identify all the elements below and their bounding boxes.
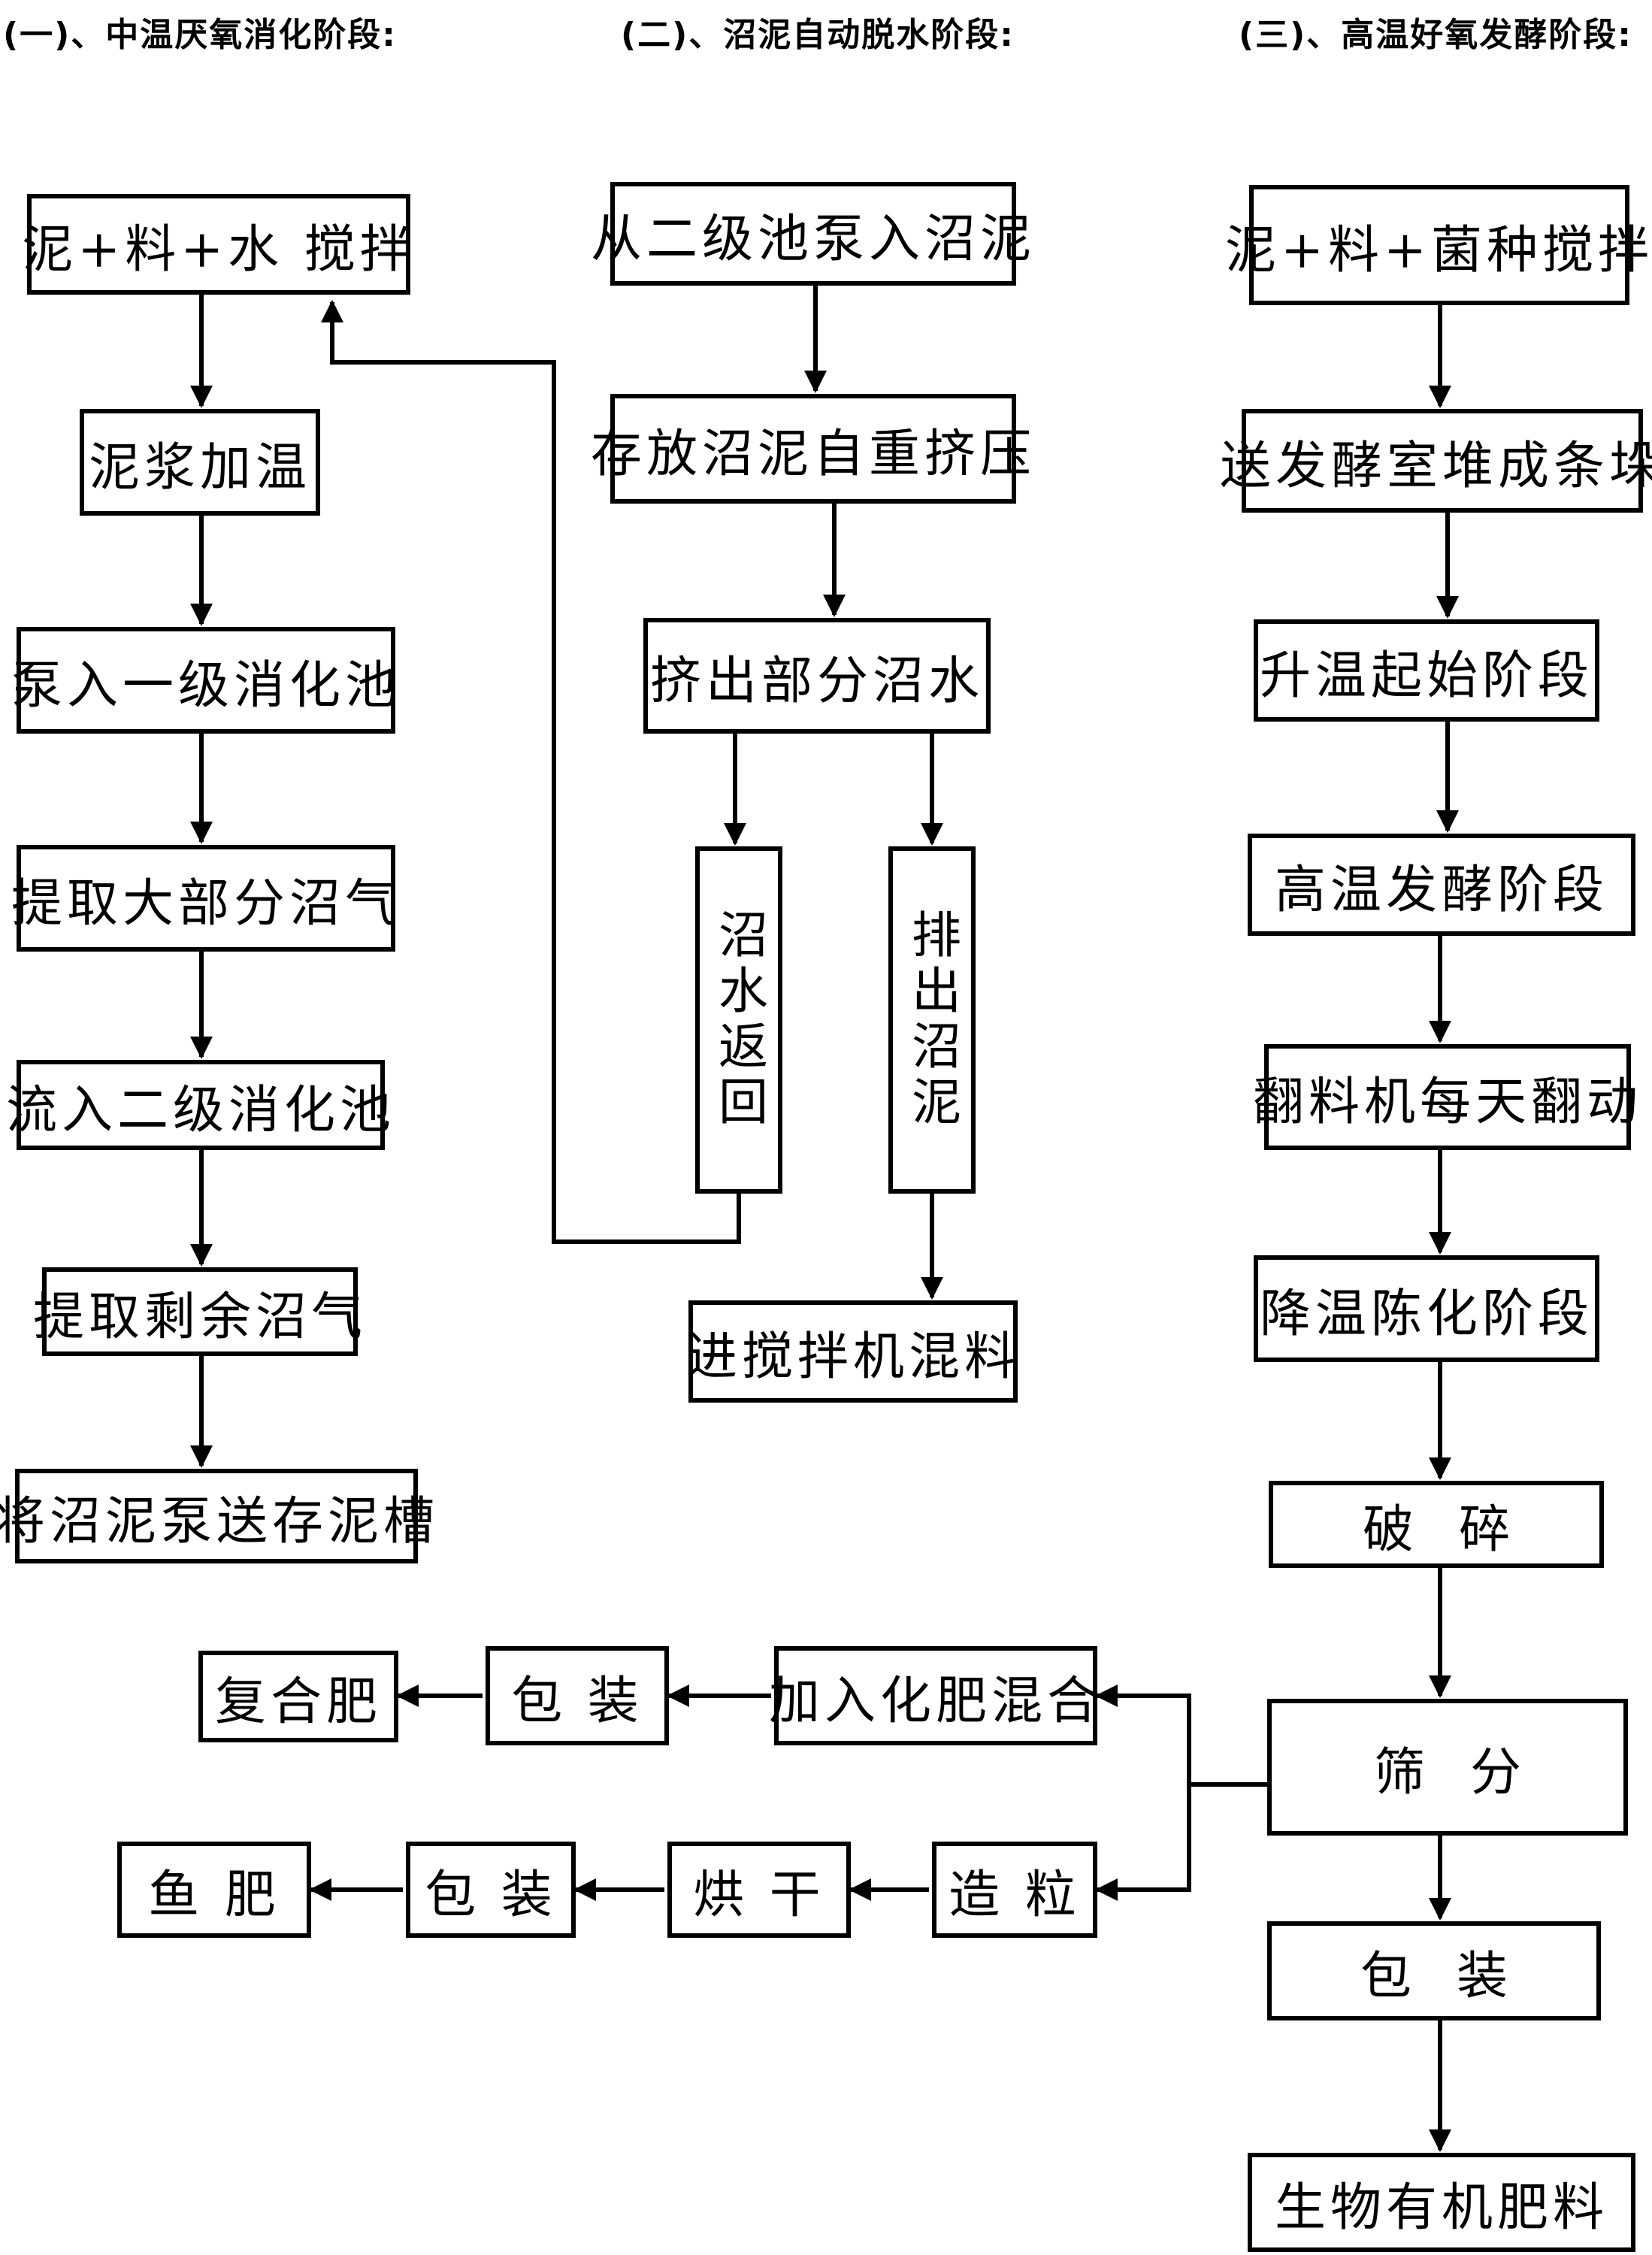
step-heat-slurry: 泥浆加温 <box>80 409 320 516</box>
step-store-sludge-gravity-press: 存放沼泥自重挤压 <box>591 394 1031 504</box>
product-compound-fertilizer: 复合肥 <box>198 1651 398 1742</box>
step-flow-secondary-digester: 流入二级消化池 <box>6 1060 391 1150</box>
step-packaging: 包装 <box>1267 1921 1601 2020</box>
heading-sludge-dewatering: (二)、沼泥自动脱水阶段: <box>621 16 1015 54</box>
arrow-branch-1 <box>1095 1684 1267 1787</box>
step-discharge-sludge: 排出沼泥 <box>888 846 976 1194</box>
step-mix-mud-material-inoculum: 泥+料+菌种搅拌 <box>1225 185 1649 305</box>
step-packaging-compound: 包 装 <box>486 1646 669 1745</box>
step-add-chemical-fertilizer: 加入化肥混合 <box>769 1646 1098 1745</box>
step-crushing: 破碎 <box>1269 1481 1604 1568</box>
step-daily-turning: 翻料机每天翻动 <box>1253 1044 1638 1150</box>
step-mixer-blending: 进搅拌机混料 <box>686 1300 1018 1403</box>
return-line <box>321 300 741 1244</box>
step-pump-sludge-storage: 将沼泥泵送存泥槽 <box>0 1469 434 1563</box>
product-fish-fertilizer: 鱼 肥 <box>117 1842 311 1938</box>
product-bio-organic-fertilizer: 生物有机肥料 <box>1248 2153 1635 2252</box>
arrow-branch-2 <box>1095 1784 1191 1901</box>
step-pump-sludge-from-secondary: 从二级池泵入沼泥 <box>591 182 1031 286</box>
step-drying: 烘 干 <box>667 1842 851 1938</box>
step-screening: 筛分 <box>1267 1699 1628 1836</box>
step-return-biogas-water: 沼水返回 <box>695 846 782 1194</box>
step-extract-most-biogas: 提取大部分沼气 <box>11 845 396 952</box>
step-mix-mud-material-water: 泥+料+水 搅拌 <box>22 194 411 295</box>
heading-mesophilic-anaerobic-digestion: (一)、中温厌氧消化阶段: <box>3 16 397 54</box>
step-packaging-fish: 包 装 <box>406 1842 576 1938</box>
step-high-temperature-fermentation: 高温发酵阶段 <box>1248 834 1635 936</box>
step-cooling-maturation: 降温陈化阶段 <box>1254 1255 1599 1362</box>
step-granulation: 造 粒 <box>932 1842 1097 1938</box>
step-extract-remaining-biogas: 提取剩余沼气 <box>33 1267 362 1356</box>
step-squeeze-biogas-water: 挤出部分沼水 <box>643 618 991 734</box>
step-windrow-fermentation-room: 送发酵室堆成条垛 <box>1220 409 1652 513</box>
heading-thermophilic-aerobic-fermentation: (三)、高温好氧发酵阶段: <box>1239 16 1632 54</box>
step-warming-initial-stage: 升温起始阶段 <box>1254 619 1599 722</box>
step-pump-primary-digester: 泵入一级消化池 <box>11 627 396 734</box>
